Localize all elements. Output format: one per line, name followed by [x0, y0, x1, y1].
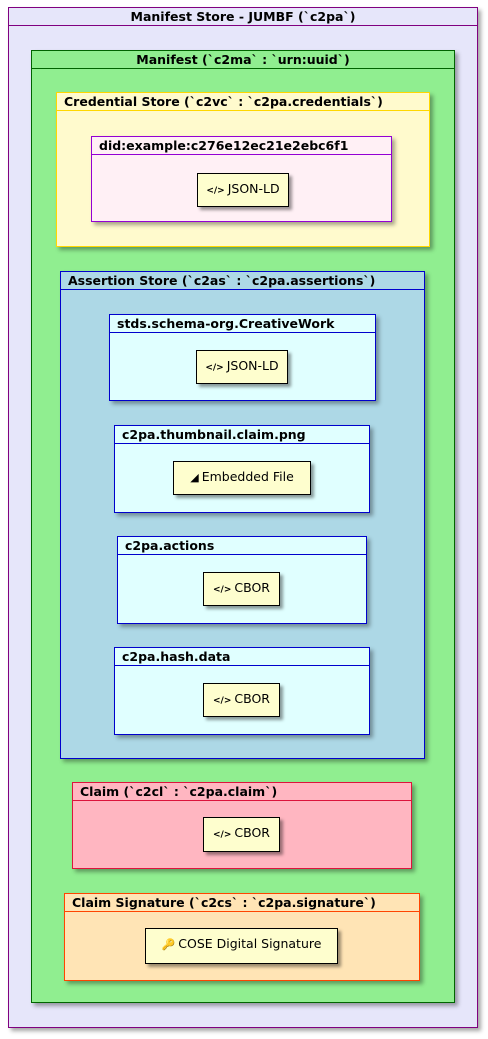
credential-did-title: did:example:c276e12ec21e2ebc6f1	[92, 137, 391, 155]
code-icon: </>	[213, 696, 232, 706]
actions-cbor-node: </>CBOR	[203, 572, 280, 606]
code-icon: </>	[206, 186, 225, 196]
hash-data-cbor-label: CBOR	[234, 691, 270, 706]
assertion-creativework-title: stds.schema-org.CreativeWork	[110, 315, 375, 333]
creativework-jsonld-label: JSON-LD	[226, 358, 279, 373]
claim-cbor-label: CBOR	[234, 825, 270, 840]
thumbnail-embedded-file-label: Embedded File	[201, 469, 294, 484]
assertion-store-title: Assertion Store (`c2as` : `c2pa.assertio…	[61, 272, 424, 290]
manifest-store-title: Manifest Store - JUMBF (`c2pa`)	[9, 8, 477, 26]
creativework-jsonld-node: </>JSON-LD	[196, 350, 288, 384]
cose-signature-node: 🔑COSE Digital Signature	[145, 928, 338, 964]
credential-store-title: Credential Store (`c2vc` : `c2pa.credent…	[57, 93, 429, 111]
claim-signature-title: Claim Signature (`c2cs` : `c2pa.signatur…	[65, 894, 419, 912]
code-icon: </>	[213, 585, 232, 595]
key-icon: 🔑	[161, 938, 176, 951]
code-icon: </>	[205, 363, 224, 373]
hash-data-cbor-node: </>CBOR	[203, 683, 280, 717]
cose-signature-label: COSE Digital Signature	[178, 936, 322, 951]
thumbnail-embedded-file-node: ◢Embedded File	[173, 461, 311, 495]
credential-jsonld-label: JSON-LD	[227, 181, 280, 196]
claim-cbor-node: </>CBOR	[203, 817, 280, 852]
image-icon: ◢	[190, 471, 199, 484]
assertion-actions-title: c2pa.actions	[118, 537, 366, 555]
credential-jsonld-node: </>JSON-LD	[197, 173, 289, 207]
assertion-hash-data-title: c2pa.hash.data	[115, 648, 369, 666]
code-icon: </>	[213, 830, 232, 840]
assertion-thumbnail-title: c2pa.thumbnail.claim.png	[115, 426, 369, 444]
actions-cbor-label: CBOR	[234, 580, 270, 595]
manifest-title: Manifest (`c2ma` : `urn:uuid`)	[32, 51, 454, 69]
claim-title: Claim (`c2cl` : `c2pa.claim`)	[73, 783, 411, 801]
